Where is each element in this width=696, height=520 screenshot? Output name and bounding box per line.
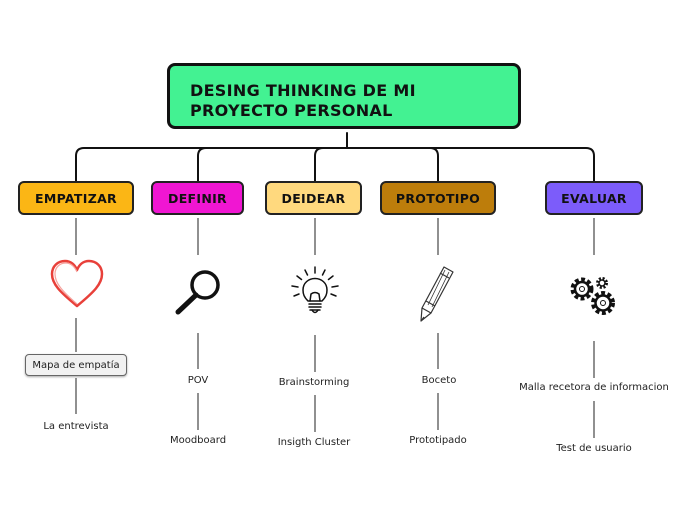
leaf-mapa-de-empatia[interactable]: Mapa de empatía <box>25 354 127 376</box>
topic-prototipo[interactable]: PROTOTIPO <box>380 181 496 215</box>
leaf-la-entrevista[interactable]: La entrevista <box>43 421 109 432</box>
leaf-insigth-cluster[interactable]: Insigth Cluster <box>277 437 351 448</box>
topic-definir[interactable]: DEFINIR <box>151 181 244 215</box>
topic-evaluar[interactable]: EVALUAR <box>545 181 643 215</box>
leaf-pov[interactable]: POV <box>187 375 209 386</box>
topic-deidear[interactable]: DEIDEAR <box>265 181 362 215</box>
topic-empatizar[interactable]: EMPATIZAR <box>18 181 134 215</box>
heart-icon <box>50 259 104 308</box>
leaf-prototipado[interactable]: Prototipado <box>409 435 467 446</box>
leaf-moodboard[interactable]: Moodboard <box>169 435 227 446</box>
gears-icon <box>570 277 615 315</box>
root-title-line-1: DESING THINKING DE MI <box>190 81 416 100</box>
root-title-line-2: PROYECTO PERSONAL <box>190 101 393 120</box>
leaf-brainstorming[interactable]: Brainstorming <box>278 377 350 388</box>
root-topic[interactable]: DESING THINKING DE MI PROYECTO PERSONAL <box>167 63 521 129</box>
leaf-boceto[interactable]: Boceto <box>421 375 457 386</box>
lightbulb-icon <box>291 266 339 314</box>
magnifier-icon <box>175 270 220 315</box>
leaf-test-de-usuario[interactable]: Test de usuario <box>556 443 632 454</box>
pencil-icon <box>420 266 454 322</box>
leaf-malla-receptora[interactable]: Malla recetora de informacion <box>519 382 669 393</box>
